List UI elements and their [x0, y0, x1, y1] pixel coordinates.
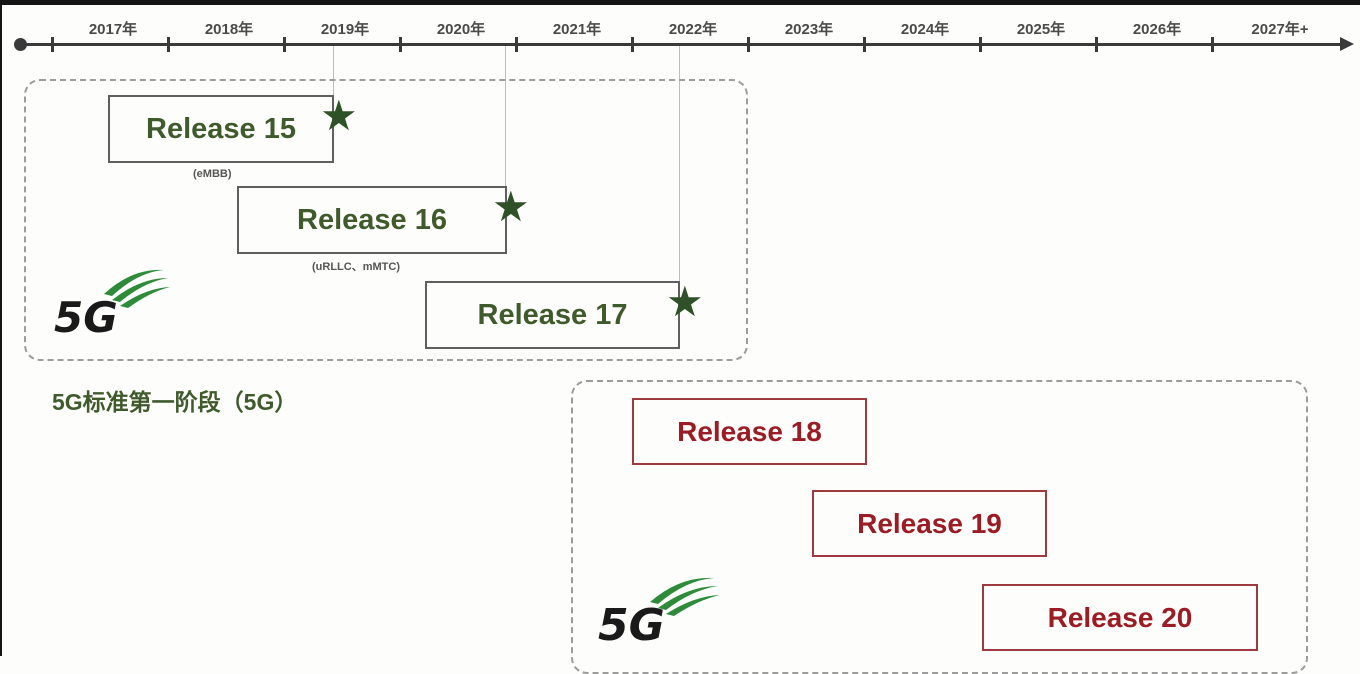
- timeline-tick: [51, 37, 54, 52]
- release-16-label: Release 16: [297, 203, 447, 236]
- timeline-tick: [1095, 37, 1098, 52]
- timeline-tick: [631, 37, 634, 52]
- year-label: 2020年: [436, 21, 486, 38]
- year-label: 2022年: [668, 21, 718, 38]
- year-label: 2027年+: [1251, 21, 1309, 38]
- window-left-border: [0, 0, 2, 656]
- year-label: 2023年: [784, 21, 834, 38]
- star-icon: ★: [320, 92, 358, 139]
- 5g-logo-icon: 5G: [54, 269, 170, 342]
- timeline-arrow-icon: [1340, 37, 1354, 51]
- timeline-start-dot: [14, 38, 27, 51]
- star-icon: ★: [666, 278, 704, 325]
- phase1-title: 5G标准第一阶段（5G）: [52, 389, 298, 415]
- year-label: 2021年: [552, 21, 602, 38]
- release-17-label: Release 17: [477, 298, 628, 331]
- release-15-label: Release 15: [146, 112, 296, 145]
- timeline-tick: [515, 37, 518, 52]
- year-label: 2019年: [320, 21, 370, 38]
- release-16-box: Release 16: [237, 186, 507, 254]
- year-label: 2017年: [88, 21, 138, 38]
- phase1-container: [24, 79, 748, 361]
- release-18-label: Release 18: [677, 415, 822, 447]
- 5g-logo-text: 5G: [598, 600, 665, 651]
- year-label: 2024年: [900, 21, 950, 38]
- guide-line: [679, 46, 680, 286]
- release-20-label: Release 20: [1047, 601, 1193, 633]
- timeline-tick: [399, 37, 402, 52]
- release-19-label: Release 19: [857, 507, 1002, 539]
- window-top-border: [0, 0, 1360, 5]
- timeline-tick: [283, 37, 286, 52]
- release-15-note: (eMBB): [193, 168, 232, 180]
- timeline-tick: [863, 37, 866, 52]
- release-18-box: Release 18: [632, 398, 867, 465]
- star-icon: ★: [492, 183, 530, 230]
- release-15-box: Release 15: [108, 95, 334, 163]
- guide-line: [333, 46, 334, 98]
- year-label: 2025年: [1016, 21, 1066, 38]
- release-19-box: Release 19: [812, 490, 1047, 557]
- guide-line: [505, 46, 506, 196]
- release-16-note: (uRLLC、mMTC): [312, 261, 400, 273]
- year-label: 2018年: [204, 21, 254, 38]
- timeline-axis: [22, 43, 1342, 46]
- timeline-tick: [1211, 37, 1214, 52]
- 5g-advanced-logo-icon: 5G: [598, 577, 720, 651]
- timeline-tick: [979, 37, 982, 52]
- year-label: 2026年: [1132, 21, 1182, 38]
- timeline-tick: [167, 37, 170, 52]
- release-17-box: Release 17: [425, 281, 680, 349]
- 5g-logo-text: 5G: [54, 293, 118, 342]
- release-20-box: Release 20: [982, 584, 1258, 651]
- timeline-tick: [747, 37, 750, 52]
